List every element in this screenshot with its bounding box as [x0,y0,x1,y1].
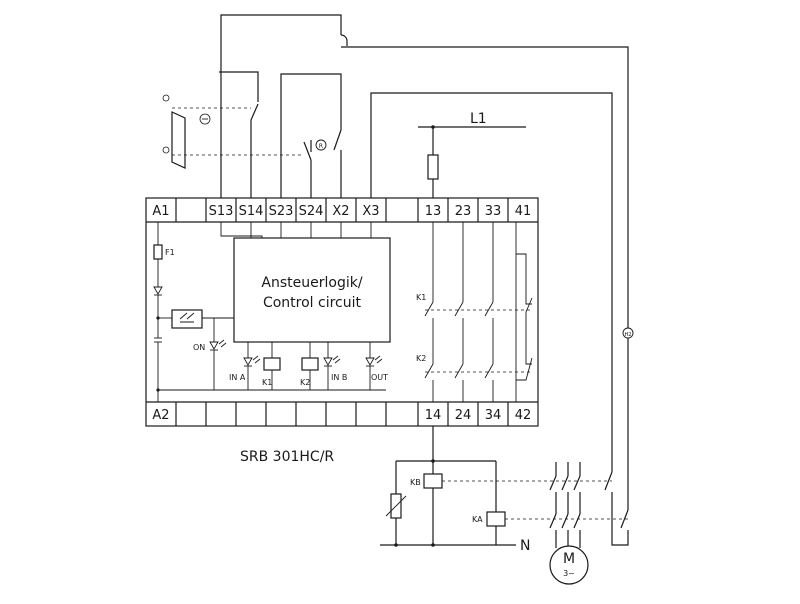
internal-input-wires [220,222,372,238]
label-r: R [319,143,323,150]
label-on: ON [193,343,205,352]
terminal-x3: X3 [362,204,379,219]
label-ka: KA [472,515,483,524]
terminal-a1: A1 [152,204,169,219]
terminal-a2: A2 [152,408,169,423]
safety-guard-device [162,94,304,169]
fuse-f1 [153,244,163,260]
terminal-s13: S13 [209,204,234,219]
l1-supply: L1 [418,111,526,198]
label-motor: M [563,551,575,567]
guard-door-icon [171,111,186,169]
terminal-23: 23 [455,204,472,219]
terminal-41: 41 [515,204,532,219]
contactor-coil-ka [486,511,506,527]
control-circuit-line1: Ansteuerlogik/ [261,275,362,291]
label-l1: L1 [470,111,487,127]
reset-marker [315,139,327,151]
label-kb: KB [410,478,421,487]
label-n: N [520,538,530,554]
label-out: OUT [371,373,388,382]
terminal-33: 33 [485,204,502,219]
led-in-a-icon [243,357,253,366]
label-k2-contact: K2 [416,354,426,363]
terminal-s24: S24 [299,204,324,219]
terminal-42: 42 [515,408,532,423]
led-out-icon [365,357,375,366]
external-wiring-top: H2 R [219,14,634,472]
label-f1: F1 [165,248,175,257]
label-in-b: IN B [331,373,347,382]
terminal-14: 14 [425,408,442,423]
control-circuit-block: Ansteuerlogik/ Control circuit [233,237,391,343]
contactor-coil-kb [423,473,443,489]
label-in-a: IN A [229,373,246,382]
terminal-13: 13 [425,204,442,219]
label-k2-coil: K2 [300,378,310,387]
label-h2: H2 [625,332,632,338]
motor-icon [549,545,589,585]
label-motor-phase: 3~ [563,569,575,578]
device-name: SRB 301HC/R [240,449,334,465]
terminal-34: 34 [485,408,502,423]
status-indicators: ON IN A K1 K2 IN B OUT [193,318,388,390]
terminal-labels-bottom: A2 14 24 34 42 [152,408,531,423]
terminal-x2: X2 [332,204,349,219]
terminal-labels-top: A1 S13 S14 S23 S24 X2 X3 13 23 33 41 [152,204,531,219]
load-circuit: KB KA N [380,426,628,554]
relay-coil-k1 [263,357,281,371]
terminal-24: 24 [455,408,472,423]
fuse-l1 [427,154,439,180]
diode-icon [153,286,163,295]
label-k1-coil: K1 [262,378,272,387]
led-in-b-icon [323,357,333,366]
terminal-s23: S23 [269,204,294,219]
led-on-icon [209,341,219,350]
motor-circuit: M 3~ [549,462,629,585]
output-contacts: K1 K2 [416,222,533,402]
module-housing [145,197,539,427]
marker-h2 [622,327,634,339]
terminal-s14: S14 [239,204,264,219]
relay-coil-k2 [301,357,319,371]
label-k1-contact: K1 [416,293,426,302]
control-circuit-line2: Control circuit [263,295,362,311]
